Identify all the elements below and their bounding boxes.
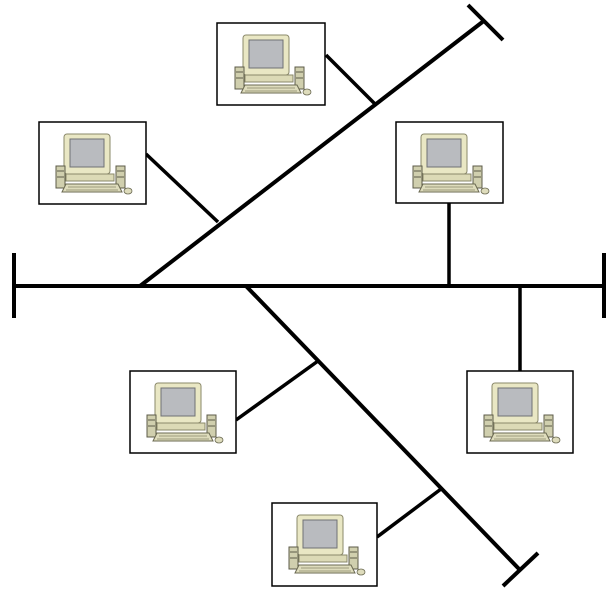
- drop-pc-lower-left: [234, 359, 320, 422]
- computer-node-upper-left: [38, 121, 147, 205]
- computer-node-lower-right: [466, 370, 574, 454]
- computer-node-top-center: [216, 22, 326, 106]
- drop-pc-bottom-center: [375, 487, 443, 539]
- bus-cables: [12, 3, 606, 588]
- computer-node-bottom-center: [271, 502, 378, 587]
- upper-diagonal-bus: [138, 18, 487, 288]
- computer-node-upper-right: [395, 121, 504, 204]
- computer-node-lower-left: [129, 370, 237, 454]
- terminator-lower: [501, 551, 540, 588]
- terminator-upper: [466, 3, 505, 42]
- drop-pc-top-center: [324, 53, 377, 106]
- lower-diagonal-bus: [244, 284, 522, 572]
- drop-cables: [144, 53, 522, 539]
- drop-pc-upper-left: [144, 152, 220, 224]
